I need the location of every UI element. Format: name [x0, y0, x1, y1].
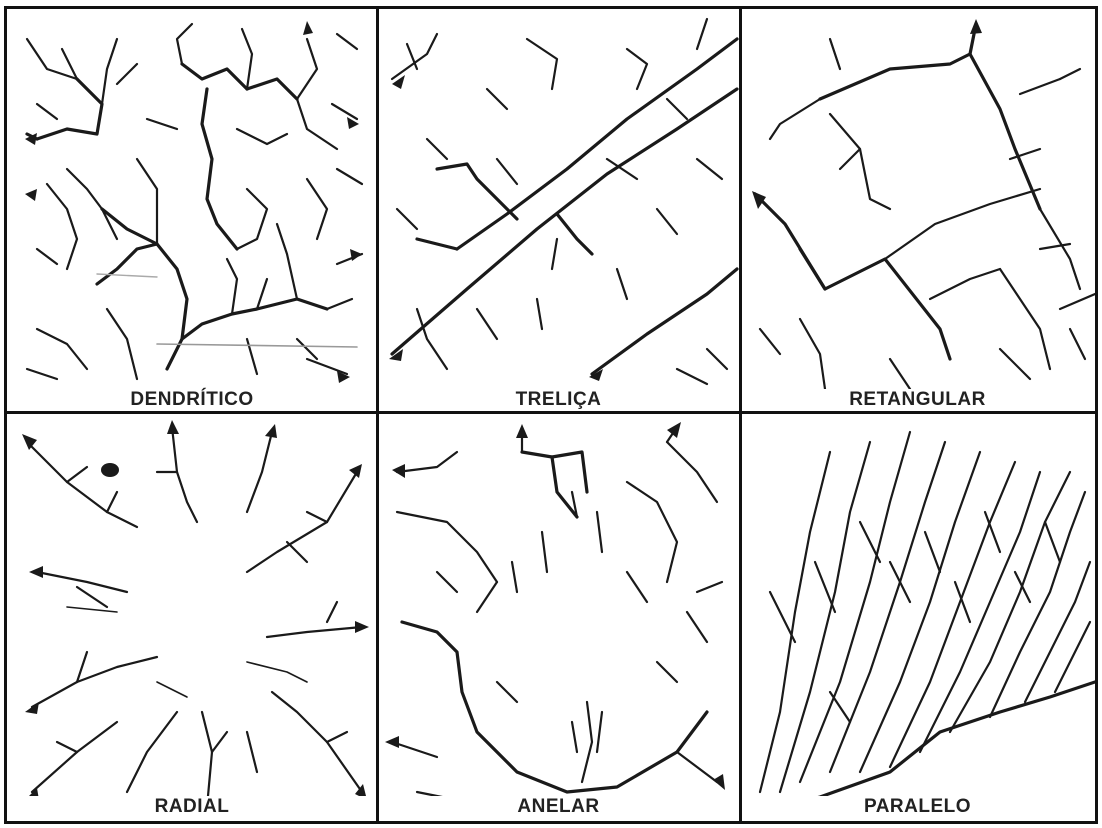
panel-paralelo: PARALELO [740, 412, 1095, 821]
panel-trelica: TRELIÇA [377, 9, 740, 412]
panel-anelar: ANELAR [377, 412, 740, 821]
annular-network-drawing [377, 412, 740, 821]
label-radial: RADIAL [7, 796, 377, 818]
panel-radial: RADIAL [7, 412, 377, 821]
label-dendritico: DENDRÍTICO [7, 389, 377, 411]
rectangular-network-drawing [740, 9, 1095, 412]
divider-vertical-2 [739, 9, 742, 821]
panel-retangular: RETANGULAR [740, 9, 1095, 412]
drainage-patterns-figure: DENDRÍTICO [4, 6, 1098, 824]
divider-vertical-1 [376, 9, 379, 821]
dendritic-network-drawing [7, 9, 377, 412]
label-anelar: ANELAR [377, 796, 740, 818]
panel-dendritico: DENDRÍTICO [7, 9, 377, 412]
trellis-network-drawing [377, 9, 740, 412]
label-trelica: TRELIÇA [377, 389, 740, 411]
label-retangular: RETANGULAR [740, 389, 1095, 411]
radial-network-drawing [7, 412, 377, 821]
parallel-network-drawing [740, 412, 1095, 821]
label-paralelo: PARALELO [740, 796, 1095, 818]
divider-horizontal [7, 411, 1095, 414]
